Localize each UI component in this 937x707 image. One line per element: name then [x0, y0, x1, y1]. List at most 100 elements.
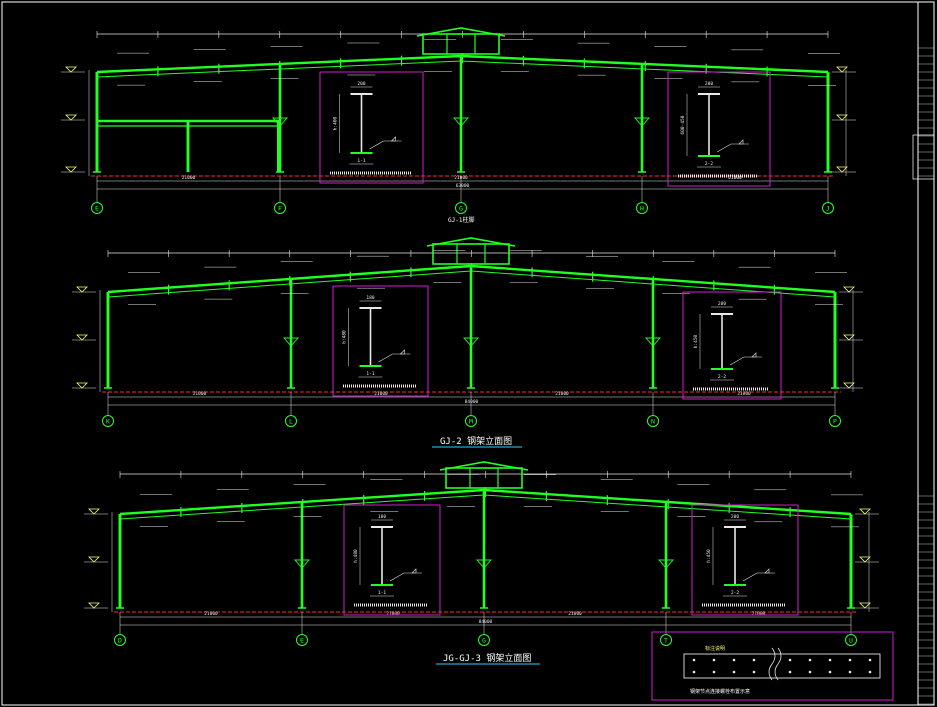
- section-height-label: h:450: [706, 549, 712, 563]
- grid-bubble: [845, 634, 857, 646]
- weld-symbol: [390, 136, 396, 142]
- bay-dimension-label: 21000: [555, 391, 569, 397]
- grid-bubble: [465, 415, 477, 427]
- level-marker: [859, 602, 871, 609]
- bolt-hole: [712, 658, 716, 662]
- level-marker: [843, 334, 855, 341]
- crane-bracket: [634, 117, 650, 127]
- section-detail-box: [667, 71, 771, 187]
- section-width-label: 180: [366, 295, 374, 301]
- section-detail-box: [332, 285, 429, 397]
- grid-bubble-label: N: [651, 418, 655, 426]
- detail-table-frame: [651, 631, 894, 701]
- ridge-ventilator: [432, 243, 510, 265]
- section-width-label: 200: [357, 81, 365, 87]
- grid-bubble: [114, 634, 126, 646]
- level-marker: [836, 114, 848, 121]
- break-line: [774, 647, 782, 681]
- crane-bracket: [283, 337, 299, 347]
- elevation-3-title: JG-GJ-3 钢架立面图: [436, 652, 540, 665]
- grid-bubble: [478, 634, 490, 646]
- level-marker: [65, 66, 77, 73]
- crane-bracket: [658, 559, 674, 569]
- bay-dimension-label: 21000: [737, 391, 751, 397]
- overall-dimension-label: 63000: [456, 183, 470, 189]
- grid-bubble: [91, 202, 103, 214]
- detail-table-caption: 钢架节点连接螺栓布置示意: [690, 688, 750, 695]
- level-marker: [88, 508, 100, 515]
- level-marker: [65, 166, 77, 173]
- weld-symbol: [411, 568, 417, 574]
- bolt-hole: [808, 670, 812, 674]
- crane-bracket: [645, 337, 661, 347]
- bolt-hole: [808, 658, 812, 662]
- elevation-2-title-text: GJ-2 钢架立面图: [440, 435, 512, 447]
- grid-bubble: [636, 202, 648, 214]
- elevation-3-title-text: JG-GJ-3 钢架立面图: [443, 652, 531, 664]
- level-marker: [88, 556, 100, 563]
- section-detail-box: [343, 504, 441, 616]
- bolt-hole: [752, 658, 756, 662]
- bolt-hole: [828, 670, 832, 674]
- section-width-label: 200: [718, 301, 726, 307]
- section-label: 2-2: [718, 374, 726, 380]
- crane-bracket: [463, 337, 479, 347]
- detail-table-plate: [683, 653, 881, 679]
- grid-bubble-label: G: [482, 637, 486, 645]
- detail-table-header: 标注说明: [705, 645, 725, 652]
- bolt-hole: [848, 670, 852, 674]
- level-marker: [843, 286, 855, 293]
- break-line: [768, 647, 776, 681]
- detail-table-box: 标注说明 钢架节点连接螺栓布置示意: [651, 631, 894, 701]
- grid-bubble-label: U: [849, 637, 853, 645]
- bay-dimension-label: 21000: [752, 611, 766, 617]
- grid-bubble-label: D: [118, 637, 122, 645]
- grid-bubble: [274, 202, 286, 214]
- level-marker: [859, 508, 871, 515]
- bay-dimension-label: 21000: [193, 391, 207, 397]
- grid-bubble-label: E: [300, 637, 304, 645]
- bolt-hole: [788, 670, 792, 674]
- section-detail-box: [319, 71, 424, 184]
- ridge-ventilator: [422, 33, 500, 55]
- grid-bubble: [660, 634, 672, 646]
- level-marker: [859, 556, 871, 563]
- grid-bubble: [102, 415, 114, 427]
- level-marker: [836, 166, 848, 173]
- bolt-hole: [692, 670, 696, 674]
- ventilator-cap: [439, 461, 529, 471]
- section-detail-box: [682, 291, 782, 400]
- grid-bubble-label: P: [833, 418, 837, 426]
- section-height-label: h:400: [333, 116, 339, 130]
- weld-symbol: [751, 352, 757, 358]
- grid-bubble-label: K: [106, 418, 110, 426]
- weld-symbol: [738, 139, 744, 145]
- elevation-2-ridge-label: GJ-1柱脚: [448, 216, 474, 224]
- bolt-hole: [732, 670, 736, 674]
- grid-bubble: [829, 415, 841, 427]
- level-marker: [76, 286, 88, 293]
- level-marker: [88, 602, 100, 609]
- weld-symbol: [764, 568, 770, 574]
- bay-dimension-label: 21000: [182, 175, 196, 181]
- grid-bubble: [296, 634, 308, 646]
- bolt-hole: [868, 670, 872, 674]
- section-height-label: h:450: [693, 334, 699, 348]
- ventilator-cap: [416, 27, 506, 37]
- bolt-hole: [868, 658, 872, 662]
- grid-bubble-label: J: [826, 205, 830, 213]
- grid-bubble-label: M: [469, 418, 473, 426]
- section-width-label: 180: [378, 514, 386, 520]
- section-detail-box: [691, 504, 799, 616]
- grid-bubble-label: G: [459, 205, 463, 213]
- overall-dimension-label: 84000: [479, 619, 493, 625]
- grid-bubble-label: T: [664, 637, 668, 645]
- crane-bracket: [476, 559, 492, 569]
- bay-dimension-label: 21000: [728, 175, 742, 181]
- crane-bracket: [294, 559, 310, 569]
- grid-bubble-label: E: [95, 205, 99, 213]
- title-block-stamp: [912, 134, 935, 180]
